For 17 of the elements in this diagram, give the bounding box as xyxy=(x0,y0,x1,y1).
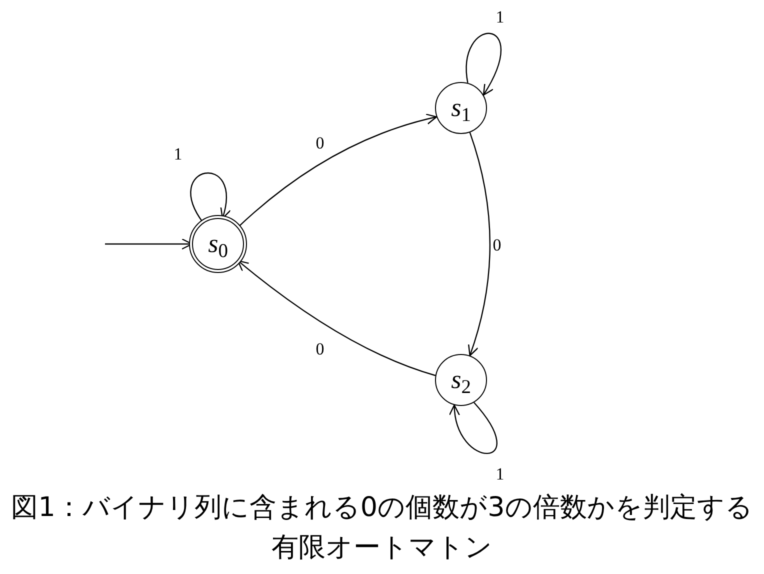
edge-label: 0 xyxy=(314,340,326,358)
state-name: s$_{2}$ xyxy=(451,367,471,393)
arrow xyxy=(450,402,498,454)
arrow xyxy=(190,172,230,224)
state-name: s$_{0}$ xyxy=(208,231,228,257)
edge-label: 0 xyxy=(314,134,326,152)
edge-label: 1 xyxy=(172,146,184,162)
arrow xyxy=(468,132,491,356)
arrow xyxy=(238,114,438,228)
edge-label: 0 xyxy=(492,236,502,254)
accepting-state-circle xyxy=(189,215,247,273)
arrow xyxy=(466,32,502,96)
edge-label: 1 xyxy=(494,466,506,482)
figure-caption: 図1：バイナリ列に含まれる0の個数が3の倍数かを判定する有限オートマトン xyxy=(10,491,754,565)
edge-label: 1 xyxy=(494,8,506,26)
arrow xyxy=(237,260,436,376)
state-name: s$_{1}$ xyxy=(451,95,471,121)
